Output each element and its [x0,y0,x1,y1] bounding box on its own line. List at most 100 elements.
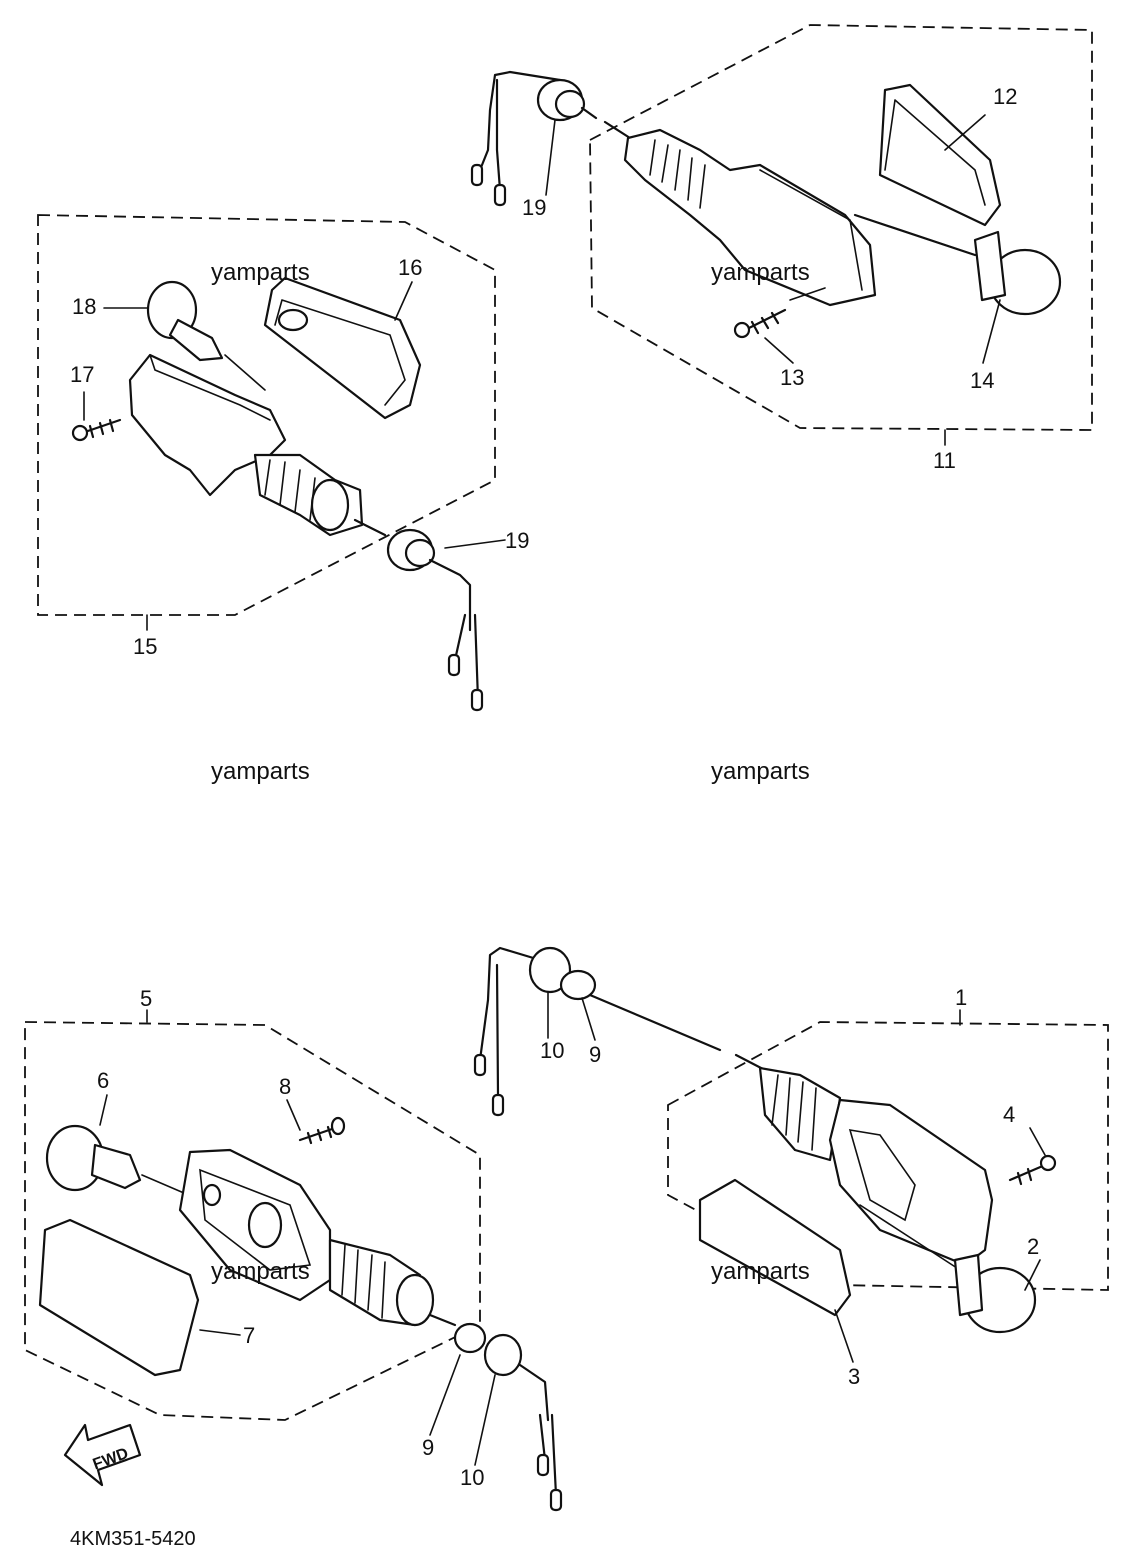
housing-peg-icon [202,1183,222,1207]
bulb-base-icon [973,230,1007,302]
stem-icon [580,106,632,140]
label-19-left: 19 [505,528,529,553]
label-12: 12 [993,84,1017,109]
leader-line [99,1094,108,1126]
housing-edge-icon [149,354,271,421]
label-16: 16 [398,255,422,280]
label-10-bottom: 10 [460,1465,484,1490]
turn-signal-stem-icon [623,128,877,307]
wire-harness-icon [476,70,562,192]
grommet-icon [528,946,572,994]
label-1: 1 [955,985,967,1010]
label-17: 17 [70,362,94,387]
turn-signal-housing-icon [128,353,287,497]
assembly-1 [473,946,1109,1363]
label-4: 4 [1003,1102,1015,1127]
label-14: 14 [970,368,994,393]
label-13: 13 [780,365,804,390]
grommet-icon [483,1333,523,1377]
stem-ribs-icon [264,459,316,521]
connector-icon [470,163,484,187]
leader-line [859,1204,961,1271]
lens-icon [263,276,422,420]
leader-line [1029,1127,1046,1156]
label-9-top: 9 [589,1042,601,1067]
wire-harness-icon [478,946,542,1097]
bulb-base-icon [168,318,224,362]
grommet-icon [554,89,586,119]
label-2: 2 [1027,1234,1039,1259]
screw-icon [743,308,787,335]
lens-icon [878,83,1002,227]
label-11: 11 [933,448,956,473]
label-9-bottom: 9 [422,1435,434,1460]
lens-icon [698,1178,852,1317]
bulb-base-icon [90,1143,142,1190]
wire-harness-icon [428,558,480,702]
socket-icon [247,1201,283,1249]
leader-line [1024,1259,1041,1291]
leader-line [474,1374,496,1466]
leader-line [444,539,506,549]
screw-head-icon [733,321,751,339]
lens-icon [38,1218,200,1377]
stem-wire-icon [428,1313,457,1327]
cable-icon [588,993,767,1072]
assembly-5 [24,1009,563,1512]
assembly-15 [37,214,506,712]
watermark: yamparts [711,758,810,785]
assembly-11-boundary [589,24,1093,431]
stem-nut-icon [395,1273,435,1327]
nut-icon [453,1322,487,1354]
screw-head-icon [330,1116,346,1136]
forward-arrow-icon: FWD [63,1423,142,1487]
assembly-11 [470,24,1093,446]
leader-line [224,354,266,391]
stem-ribs-icon [771,1074,817,1151]
label-19-top: 19 [522,195,546,220]
housing-socket-icon [199,1168,312,1271]
connector-icon [493,183,507,207]
connector-icon [491,1093,505,1117]
screw-icon [1008,1163,1047,1186]
label-6: 6 [97,1068,109,1093]
wire-harness-icon [518,1363,558,1497]
connector-icon [549,1488,563,1512]
leader-line [982,299,1001,364]
label-5: 5 [140,986,152,1011]
watermark: yamparts [211,758,310,785]
housing-edge-icon [759,169,863,291]
nut-icon [559,969,597,1001]
lens-inner-icon [884,99,986,206]
leader-line [853,213,977,257]
assembly-15-boundary [37,214,496,616]
watermark: yamparts [211,1258,310,1285]
watermark: yamparts [711,259,810,286]
leader-line [581,997,596,1041]
lens-inner-icon [274,299,406,406]
leader-line [199,1329,241,1336]
label-15: 15 [133,634,157,659]
screw-icon [298,1125,337,1145]
screw-head-icon [71,424,89,442]
screw-head-icon [1039,1154,1057,1172]
stem-ribs-icon [649,139,706,209]
leader-line [394,281,413,321]
bulb-base-icon [953,1253,984,1317]
leader-line [429,1354,461,1436]
watermark: yamparts [211,259,310,286]
part-code: 4KM351-5420 [70,1528,196,1550]
label-7: 7 [243,1323,255,1348]
label-18: 18 [72,294,96,319]
leader-line [545,119,556,196]
connector-icon [470,688,484,712]
leader-line [764,337,794,364]
lens-peg-icon [277,308,309,332]
stem-wire-icon [353,518,387,537]
screw-icon [80,418,122,439]
leader-line [944,114,986,151]
stem-ribs-icon [341,1244,386,1319]
watermark: yamparts [711,1258,810,1285]
connector-icon [473,1053,487,1077]
